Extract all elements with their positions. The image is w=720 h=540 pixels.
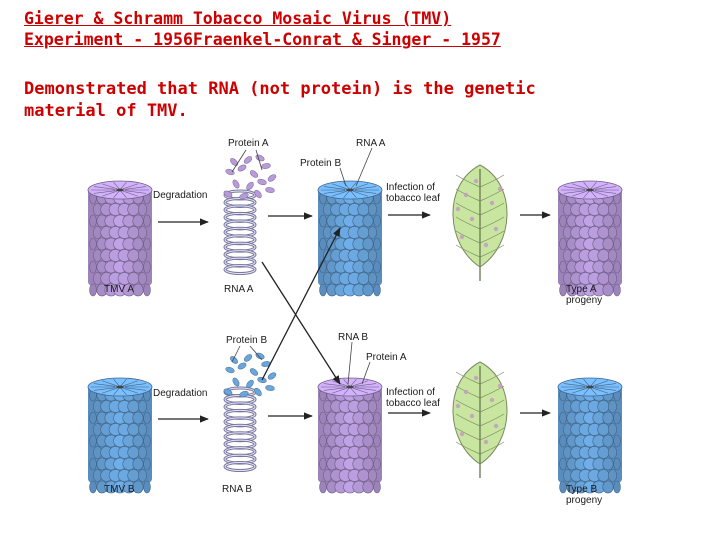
pointer-protein-b-bottom-2 xyxy=(249,345,263,361)
label-degradation-top: Degradation xyxy=(153,190,207,201)
title-line-1: Gierer & Schramm Tobacco Mosaic Virus (T… xyxy=(24,9,452,28)
virus-tmv-b xyxy=(87,377,153,494)
label-infection-top-1: Infection of xyxy=(386,182,435,193)
pointer-rna-a-top xyxy=(355,147,373,187)
label-rna-b-under: RNA B xyxy=(222,484,252,495)
tobacco-leaf-top xyxy=(452,164,508,281)
label-progeny-b-2: progeny xyxy=(566,495,602,506)
reconstituted-virus-top xyxy=(317,180,383,297)
pointer-protein-b-bottom xyxy=(231,345,241,363)
pointer-protein-a-bottom xyxy=(361,361,371,385)
conclusion-text: Demonstrated that RNA (not protein) is t… xyxy=(24,78,704,122)
progeny-type-a xyxy=(557,180,623,297)
title-line-2: Experiment - 1956Fraenkel-Conrat & Singe… xyxy=(24,30,501,49)
protein-b-fragments xyxy=(223,352,277,398)
protein-a-fragments xyxy=(223,154,277,200)
label-protein-a-top: Protein A xyxy=(228,138,269,149)
label-infection-bottom-1: Infection of xyxy=(386,387,435,398)
label-progeny-a-1: Type A xyxy=(566,284,597,295)
slide-title: Gierer & Schramm Tobacco Mosaic Virus (T… xyxy=(24,8,704,50)
arrow-rna-b-to-virus-top xyxy=(261,227,341,381)
label-protein-b-in-top: Protein B xyxy=(300,158,341,169)
label-protein-b-bottom: Protein B xyxy=(226,335,267,346)
conclusion-line-2: material of TMV. xyxy=(24,101,188,121)
label-progeny-a-2: progeny xyxy=(566,295,602,306)
label-infection-bottom-2: tobacco leaf xyxy=(386,398,440,409)
progeny-type-b xyxy=(557,377,623,494)
reconstituted-virus-bottom xyxy=(317,377,383,494)
label-tmv-a: TMV A xyxy=(104,284,134,295)
pointer-protein-a-top-2 xyxy=(255,149,263,171)
label-rna-a-top: RNA A xyxy=(356,138,386,149)
label-degradation-bottom: Degradation xyxy=(153,388,207,399)
pointer-protein-b-top xyxy=(339,167,347,187)
label-tmv-b: TMV B xyxy=(104,484,135,495)
rna-a-helix xyxy=(223,189,257,276)
label-infection-top-2: tobacco leaf xyxy=(386,193,440,204)
conclusion-line-1: Demonstrated that RNA (not protein) is t… xyxy=(24,79,536,99)
tobacco-leaf-bottom xyxy=(452,361,508,478)
label-progeny-b-1: Type B xyxy=(566,484,597,495)
label-rna-a-bottom: RNA A xyxy=(224,284,254,295)
arrow-rna-a-to-virus-bottom xyxy=(261,261,341,385)
pointer-rna-b-bottom xyxy=(347,341,353,385)
rna-b-helix xyxy=(223,386,257,473)
pointer-protein-a-top xyxy=(231,149,247,173)
label-rna-b-bottom: RNA B xyxy=(338,332,368,343)
label-protein-a-in-bottom: Protein A xyxy=(366,352,407,363)
virus-tmv-a xyxy=(87,180,153,297)
